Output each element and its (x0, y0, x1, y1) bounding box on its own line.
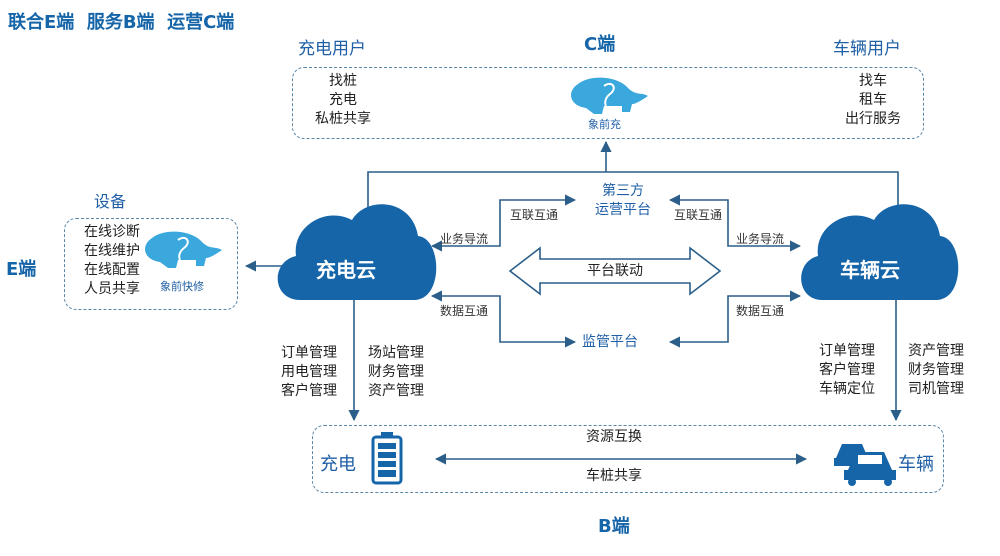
list-item: 租车 (859, 92, 887, 108)
vehicle-mgmt-col2: 资产管理 财务管理 司机管理 (908, 342, 964, 399)
e-end-label: E端 (6, 259, 37, 280)
device-list: 在线诊断 在线维护 在线配置 人员共享 (84, 223, 140, 299)
list-item: 用电管理 (281, 364, 337, 380)
platform-link-label: 平台联动 (587, 263, 643, 279)
charging-users-list: 找桩 充电 私桩共享 (308, 72, 378, 129)
vehicle-users-title: 车辆用户 (833, 39, 901, 59)
list-item: 订单管理 (281, 345, 337, 361)
list-item: 客户管理 (819, 362, 875, 378)
b-end-label: B端 (598, 516, 630, 537)
list-item: 充电 (329, 92, 357, 108)
c-end-label: C端 (584, 34, 616, 55)
b-end-charging: 充电 (320, 454, 356, 475)
c-end-logo-caption: 象前充 (588, 118, 621, 131)
list-item: 资产管理 (368, 383, 424, 399)
charging-mgmt-col1: 订单管理 用电管理 客户管理 (281, 344, 337, 401)
supervision-platform: 监管平台 (582, 334, 638, 350)
data-exchange-left: 数据互通 (440, 304, 489, 318)
interconnect-left: 互联互通 (510, 208, 559, 222)
left-upper-connector (430, 194, 577, 252)
list-item: 财务管理 (908, 362, 964, 378)
list-item: 车辆定位 (819, 381, 875, 397)
left-lower-connector (430, 290, 577, 348)
vehicle-users-list: 找车 租车 出行服务 (838, 72, 908, 129)
data-exchange-right: 数据互通 (736, 304, 785, 318)
top-bracket-line (367, 171, 899, 220)
list-item: 司机管理 (908, 381, 964, 397)
e-end-box (64, 218, 238, 310)
list-item: 人员共享 (84, 281, 140, 297)
page-title: 联合E端 服务B端 运营C端 (8, 12, 235, 33)
elephant-logo-c (571, 77, 648, 114)
vehicle-cloud-shape (801, 204, 959, 300)
list-item: 在线维护 (84, 243, 140, 259)
third-party-platform: 第三方 运营平台 (581, 182, 665, 220)
third-party-line2: 运营平台 (595, 202, 651, 218)
list-item: 找桩 (329, 73, 357, 89)
list-item: 资产管理 (908, 343, 964, 359)
vehicle-mgmt-col1: 订单管理 客户管理 车辆定位 (819, 342, 875, 399)
charging-users-title: 充电用户 (298, 39, 366, 59)
car-icon (834, 444, 896, 486)
platform-link-double-arrow (508, 246, 722, 296)
elephant-logo-e (145, 231, 222, 268)
list-item: 场站管理 (368, 345, 424, 361)
list-item: 财务管理 (368, 364, 424, 380)
list-item: 订单管理 (819, 343, 875, 359)
e-end-logo-caption: 象前快修 (160, 280, 204, 293)
charging-mgmt-col2: 场站管理 财务管理 资产管理 (368, 344, 424, 401)
business-flow-right: 业务导流 (736, 232, 785, 246)
battery-icon (371, 432, 403, 485)
resource-exchange-label: 资源互换 (586, 429, 642, 445)
right-upper-connector (668, 194, 802, 252)
list-item: 在线配置 (84, 262, 140, 278)
list-item: 客户管理 (281, 383, 337, 399)
charging-cloud-shape (277, 204, 437, 300)
business-flow-left: 业务导流 (440, 232, 489, 246)
list-item: 在线诊断 (84, 224, 140, 240)
b-end-vehicle: 车辆 (898, 454, 934, 475)
list-item: 找车 (859, 73, 887, 89)
list-item: 出行服务 (845, 111, 901, 127)
b-end-box (312, 425, 944, 493)
c-end-box (292, 67, 924, 139)
vehicle-pile-share-label: 车桩共享 (586, 468, 642, 484)
right-lower-connector (668, 290, 802, 348)
vehicle-cloud-label: 车辆云 (840, 258, 900, 282)
charging-cloud-label: 充电云 (316, 258, 376, 282)
interconnect-right: 互联互通 (674, 208, 723, 222)
device-title: 设备 (94, 192, 127, 211)
third-party-line1: 第三方 (602, 183, 644, 199)
list-item: 私桩共享 (315, 111, 371, 127)
